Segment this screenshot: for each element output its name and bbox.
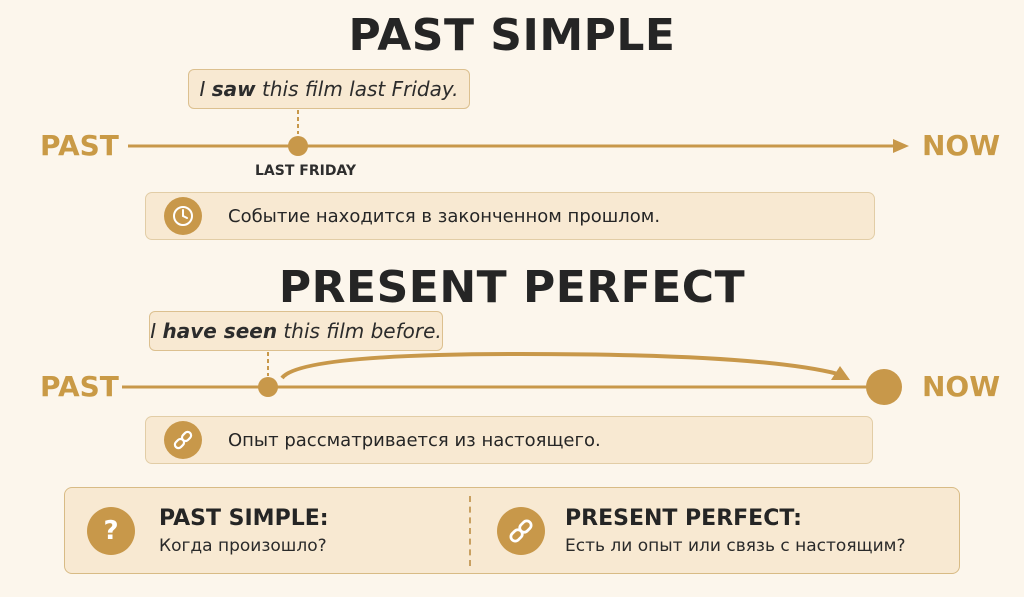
summary-past-simple-heading: PAST SIMPLE: — [159, 506, 329, 531]
past-simple-note-text: Событие находится в законченном прошлом. — [228, 205, 661, 227]
last-friday-label: LAST FRIDAY — [255, 163, 357, 179]
past-simple-note: Событие находится в законченном прошлом. — [145, 192, 875, 240]
timeline-arrowhead — [893, 139, 909, 153]
example-verb: have seen — [162, 319, 278, 343]
past-label: PAST — [40, 370, 119, 403]
now-label: NOW — [922, 370, 1001, 403]
summary-divider — [469, 496, 471, 566]
example-rest: this film last Friday. — [262, 77, 459, 101]
present-perfect-note-text: Опыт рассматривается из настоящего. — [228, 429, 601, 451]
present-perfect-note: Опыт рассматривается из настоящего. — [145, 416, 873, 464]
present-perfect-title: PRESENT PERFECT — [278, 262, 746, 313]
example-subject: I — [199, 77, 206, 101]
link-icon — [164, 421, 202, 459]
summary-present-perfect-heading: PRESENT PERFECT: — [565, 506, 802, 531]
example-verb: saw — [211, 77, 256, 101]
past-simple-title: PAST SIMPLE — [348, 10, 676, 61]
summary-present-perfect-text: PRESENT PERFECT: Есть ли опыт или связь … — [565, 506, 905, 556]
summary-past-simple: ? PAST SIMPLE: Когда произошло? — [87, 506, 329, 556]
summary-box: ? PAST SIMPLE: Когда произошло? PRESENT … — [64, 487, 960, 574]
present-perfect-example-bubble: I have seen this film before. — [149, 311, 443, 351]
clock-icon — [164, 197, 202, 235]
example-rest: this film before. — [283, 319, 442, 343]
link-icon — [497, 507, 545, 555]
now-label: NOW — [922, 129, 1001, 162]
now-marker — [866, 369, 902, 405]
summary-present-perfect-question: Есть ли опыт или связь с настоящим? — [565, 536, 906, 556]
summary-past-simple-text: PAST SIMPLE: Когда произошло? — [159, 506, 329, 556]
example-subject: I — [150, 319, 157, 343]
summary-present-perfect: PRESENT PERFECT: Есть ли опыт или связь … — [497, 506, 905, 556]
question-icon: ? — [87, 507, 135, 555]
past-simple-example-bubble: I saw this film last Friday. — [188, 69, 470, 109]
past-event-marker — [258, 377, 278, 397]
summary-past-simple-question: Когда произошло? — [159, 536, 327, 556]
last-friday-marker — [288, 136, 308, 156]
past-label: PAST — [40, 129, 119, 162]
experience-arc-arrow — [280, 351, 839, 380]
arc-arrowhead — [831, 366, 850, 380]
